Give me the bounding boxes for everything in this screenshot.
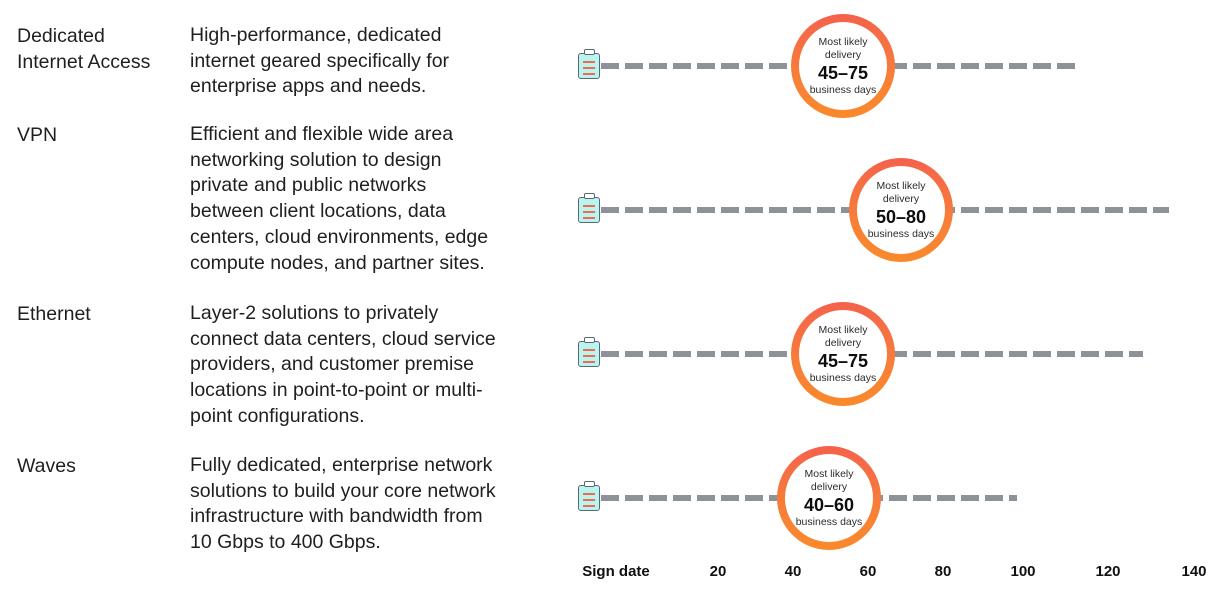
product-name-ethernet: Ethernet: [17, 303, 91, 325]
clipboard-icon: [578, 337, 602, 367]
bubble-range: 45–75: [817, 351, 869, 371]
axis-tick-60: 60: [859, 563, 877, 580]
bubble-range: 50–80: [875, 207, 927, 227]
product-description-waves: Fully dedicated, enterprise network solu…: [190, 454, 496, 554]
bubble-caption: Most likely delivery: [818, 36, 868, 61]
bubble-range: 40–60: [803, 495, 855, 515]
product-name-waves: Waves: [17, 455, 76, 477]
product-description-dia: High-performance, dedicated internet gea…: [190, 24, 450, 98]
product-name-vpn: VPN: [17, 124, 58, 146]
bubble-range: 45–75: [817, 63, 869, 83]
bubble-unit: business days: [809, 84, 877, 96]
clipboard-icon: [578, 481, 602, 511]
clipboard-icon: [578, 193, 602, 223]
bubble-unit: business days: [795, 516, 863, 528]
clipboard-icon: [578, 49, 602, 79]
axis-label-sign-date: Sign date: [582, 563, 650, 580]
axis-tick-120: 120: [1095, 563, 1121, 580]
delivery-estimate-bubble: Most likely delivery 50–80 business days: [849, 158, 953, 262]
delivery-estimate-bubble: Most likely delivery 45–75 business days: [791, 302, 895, 406]
delivery-estimate-bubble: Most likely delivery 40–60 business days: [777, 446, 881, 550]
axis-tick-140: 140: [1181, 563, 1207, 580]
axis-tick-100: 100: [1010, 563, 1036, 580]
bubble-unit: business days: [867, 228, 935, 240]
axis-tick-20: 20: [709, 563, 727, 580]
bubble-caption: Most likely delivery: [876, 180, 926, 205]
product-description-vpn: Efficient and flexible wide area network…: [190, 123, 489, 274]
delivery-estimate-bubble: Most likely delivery 45–75 business days: [791, 14, 895, 118]
bubble-caption: Most likely delivery: [818, 324, 868, 349]
product-description-ethernet: Layer-2 solutions to privately connect d…: [190, 302, 496, 427]
axis-tick-80: 80: [934, 563, 952, 580]
product-name-dia: Dedicated Internet Access: [17, 25, 151, 73]
bubble-caption: Most likely delivery: [804, 468, 854, 493]
axis-tick-40: 40: [784, 563, 802, 580]
bubble-unit: business days: [809, 372, 877, 384]
